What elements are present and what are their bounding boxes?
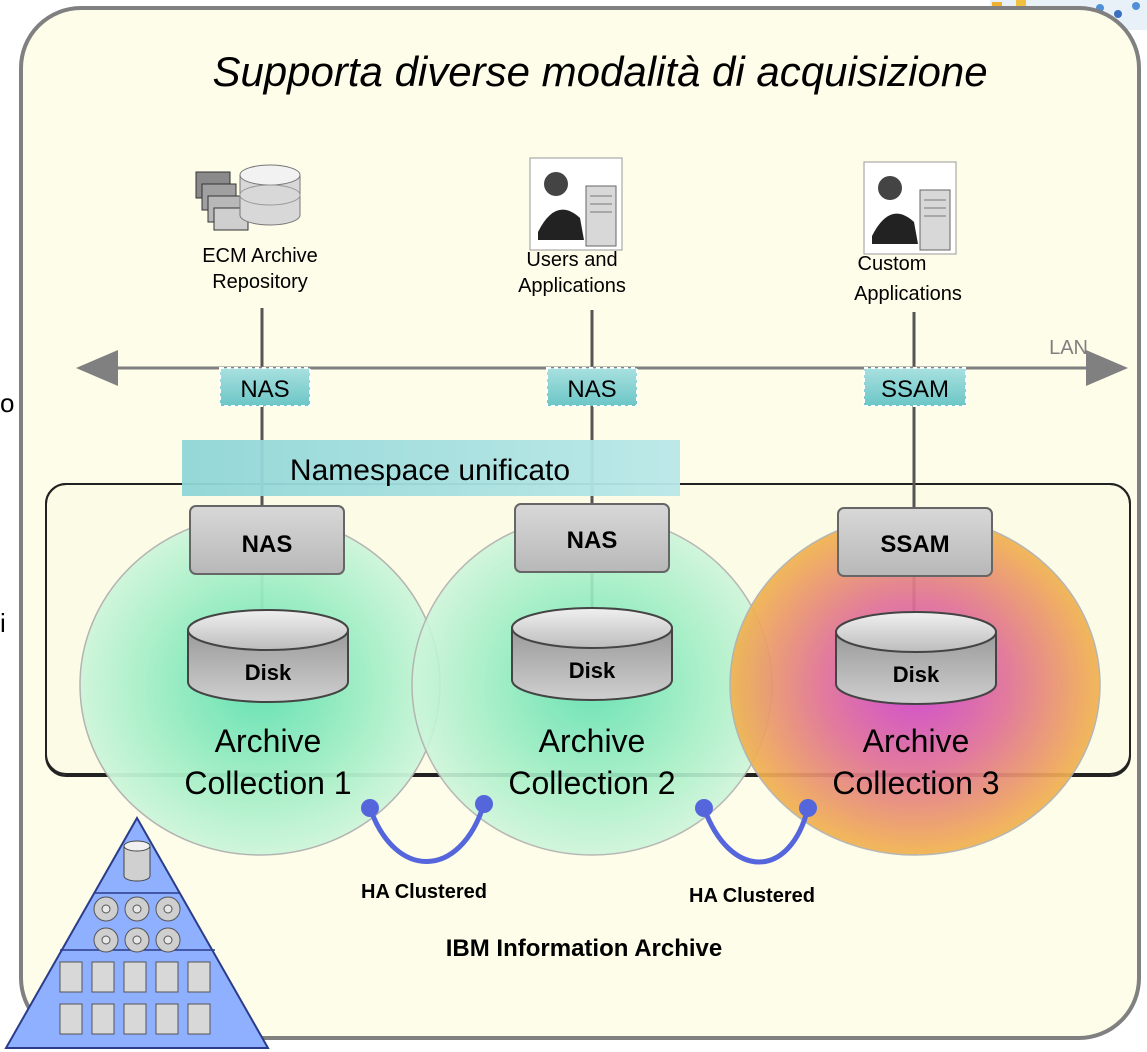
edge-fragment-2: i xyxy=(0,608,6,638)
ha-label-1: HA Clustered xyxy=(361,881,487,903)
protocol-tag-2-label: NAS xyxy=(567,376,616,403)
collection-3-line-2: Collection 3 xyxy=(832,765,999,801)
disk-3-label: Disk xyxy=(893,662,940,687)
collection-2-line-1: Archive xyxy=(539,723,646,759)
collection-1-line-1: Archive xyxy=(215,723,322,759)
gateway-1-label: NAS xyxy=(242,531,293,558)
unified-namespace-band: Namespace unificato xyxy=(182,440,680,496)
gateway-2-label: NAS xyxy=(567,527,618,554)
disk-icon-1: Disk xyxy=(187,609,349,703)
disk-1-label: Disk xyxy=(245,660,292,685)
archive-pyramid-icon xyxy=(4,815,270,1049)
client-2-label-line-1: Users and xyxy=(526,249,617,271)
database-server-icon xyxy=(195,164,301,231)
protocol-tag-1: NAS xyxy=(219,367,311,407)
client-1-label-line-2: Repository xyxy=(212,271,308,293)
ha-label-2: HA Clustered xyxy=(689,885,815,907)
archive-system-label: IBM Information Archive xyxy=(446,935,722,962)
disk-icon-2: Disk xyxy=(511,607,673,701)
disk-2-label: Disk xyxy=(569,658,616,683)
protocol-tag-1-label: NAS xyxy=(240,376,289,403)
unified-namespace-label: Namespace unificato xyxy=(290,454,570,487)
collection-3-line-1: Archive xyxy=(863,723,970,759)
protocol-tag-3: SSAM xyxy=(863,367,967,407)
gateway-3-label: SSAM xyxy=(880,531,949,558)
ha-link-1 xyxy=(361,795,493,864)
protocol-tag-3-label: SSAM xyxy=(881,376,949,403)
client-2-label-line-2: Applications xyxy=(518,275,626,297)
collection-2-line-2: Collection 2 xyxy=(508,765,675,801)
gateway-box-3: SSAM xyxy=(837,507,993,577)
ha-link-2 xyxy=(695,799,817,865)
protocol-tag-2: NAS xyxy=(546,367,638,407)
client-3-label-line-1: Custom xyxy=(858,253,927,275)
edge-fragment-1: o xyxy=(0,388,14,418)
user-workstation-icon-2 xyxy=(863,161,957,255)
user-workstation-icon-1 xyxy=(529,157,623,251)
client-3-label-line-2: Applications xyxy=(854,283,962,305)
client-1-label-line-1: ECM Archive xyxy=(202,245,318,267)
collection-1-line-2: Collection 1 xyxy=(184,765,351,801)
gateway-box-1: NAS xyxy=(189,505,345,575)
lan-label: LAN xyxy=(1049,337,1088,359)
slide-title: Supporta diverse modalità di acquisizion… xyxy=(212,48,987,95)
gateway-box-2: NAS xyxy=(514,503,670,573)
disk-icon-3: Disk xyxy=(835,611,997,705)
